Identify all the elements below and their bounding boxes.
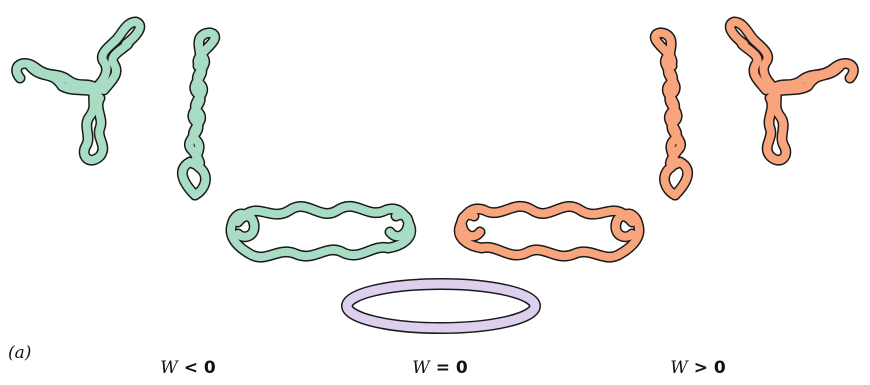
writhe-relation: = 0 bbox=[435, 358, 468, 378]
writhe-symbol: W bbox=[670, 358, 688, 378]
linear-plectoneme-negative bbox=[182, 33, 214, 195]
positive-writhe-structures bbox=[459, 22, 853, 257]
label-negative-writhe: W < 0 bbox=[128, 358, 248, 378]
writhe-symbol: W bbox=[160, 358, 178, 378]
writhe-relation: > 0 bbox=[693, 358, 726, 378]
branched-plectoneme-negative bbox=[17, 22, 140, 160]
writhe-symbol: W bbox=[412, 358, 430, 378]
label-zero-writhe: W = 0 bbox=[380, 358, 500, 378]
ring-plectoneme-positive bbox=[459, 206, 639, 257]
negative-writhe-structures bbox=[17, 22, 411, 257]
label-positive-writhe: W > 0 bbox=[638, 358, 758, 378]
panel-label: (a) bbox=[8, 343, 32, 363]
ring-plectoneme-negative bbox=[231, 206, 411, 257]
writhe-relation: < 0 bbox=[183, 358, 216, 378]
relaxed-ring bbox=[341, 278, 541, 334]
branched-plectoneme-positive bbox=[730, 22, 853, 160]
linear-plectoneme-positive bbox=[655, 33, 687, 195]
